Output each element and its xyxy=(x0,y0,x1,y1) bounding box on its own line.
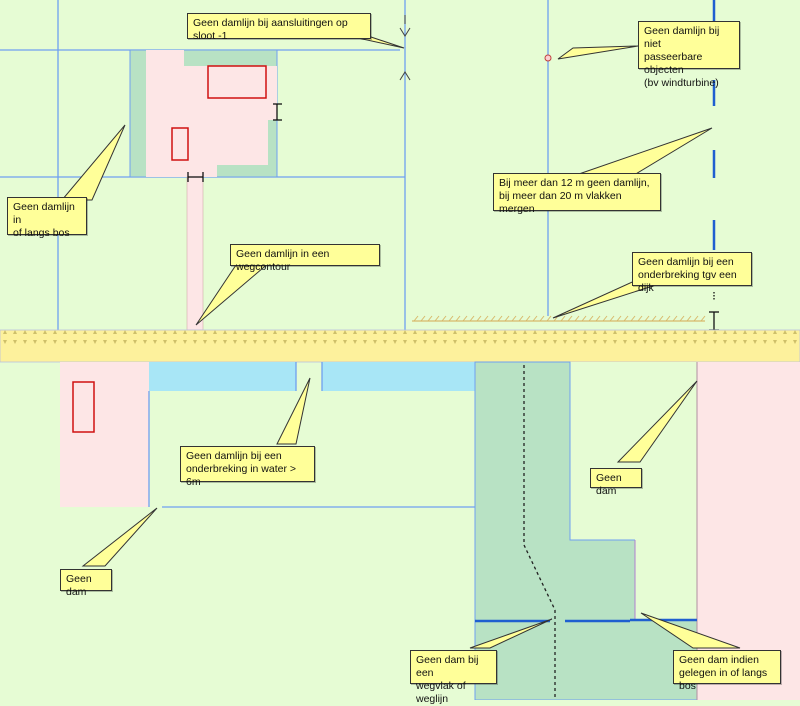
building-outline xyxy=(72,381,95,433)
windturbine-marker xyxy=(544,54,552,62)
dam-markers-farm xyxy=(187,103,282,182)
callout-meer-dan-12m: Bij meer dan 12 m geen damlijn, bij meer… xyxy=(493,173,661,215)
callout-wegvlak-weglijn: Geen dam bij een wegvlak of weglijn xyxy=(410,650,497,705)
weglijn xyxy=(523,365,556,700)
water-right xyxy=(322,362,475,391)
access-road xyxy=(186,176,204,331)
parcel-lines-lower xyxy=(148,362,475,508)
sloot-connection xyxy=(399,15,411,81)
callout-passeerbare-objecten: Geen damlijn bij niet passeerbare object… xyxy=(638,21,740,89)
callout-geen-dam-right: Geen dam xyxy=(590,468,642,497)
building-plot-left xyxy=(146,50,184,177)
building-plot-right xyxy=(184,66,277,177)
callout-wegcontour: Geen damlijn in een wegcontour xyxy=(230,244,380,273)
building-outline xyxy=(171,127,189,161)
callout-onderbreking-dijk: Geen damlijn bij een onderbreking tgv ee… xyxy=(632,252,752,294)
water-left xyxy=(149,362,296,391)
callout-geen-dam-left: Geen dam xyxy=(60,569,112,598)
building-outline xyxy=(207,65,267,99)
building-plot-lower xyxy=(60,362,149,507)
dike-ticks xyxy=(413,315,706,322)
dam-lines-lower xyxy=(475,618,697,623)
callout-onderbreking-water: Geen damlijn bij een onderbreking in wat… xyxy=(180,446,315,488)
callout-langs-bos: Geen damlijn in of langs bos xyxy=(7,197,87,239)
main-road xyxy=(0,329,800,363)
callout-aansluitingen-sloot: Geen damlijn bij aansluitingen op sloot … xyxy=(187,13,371,42)
callout-gelegen-langs-bos: Geen dam indien gelegen in of langs bos xyxy=(673,650,781,692)
